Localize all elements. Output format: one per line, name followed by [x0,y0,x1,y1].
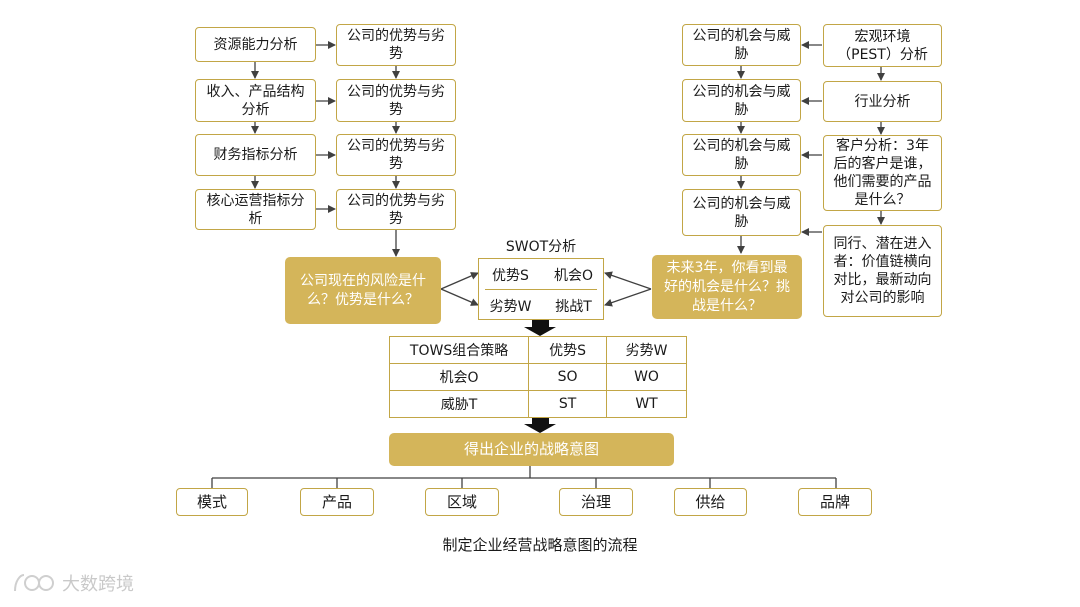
arrow-right-q-top [604,271,652,290]
swot-weakness: 劣势W [489,298,532,315]
tows-header-label: TOWS组合策略 [388,336,530,364]
down-arrow-tows [524,417,556,433]
output-brand: 品牌 [798,488,872,516]
swot-threat: 挑战T [555,298,592,315]
strategic-intent-box: 得出企业的战略意图 [389,433,674,466]
opportunity-box-2: 公司的机会与威胁 [682,79,801,122]
watermark: 大数跨境 [12,570,134,596]
risk-strength-question: 公司现在的风险是什么？优势是什么？ [285,257,441,324]
tows-cell-wt: WT [606,390,687,418]
tows-row-opportunity: 机会O [388,363,530,391]
tows-table: TOWS组合策略 优势S 劣势W 机会O SO WO 威胁T ST WT [388,336,687,418]
opportunity-box-4: 公司的机会与威胁 [682,189,801,236]
tows-cell-st: ST [528,390,608,418]
arrow-left-q-top [440,272,479,290]
down-arrow-swot [524,320,556,336]
table-row: 机会O SO WO [388,363,687,391]
output-product: 产品 [300,488,374,516]
customer-analysis-box: 客户分析：3年后的客户是谁，他们需要的产品是什么？ [823,135,942,211]
opportunity-box-3: 公司的机会与威胁 [682,134,801,176]
industry-analysis-box: 行业分析 [823,81,942,122]
pest-analysis-box: 宏观环境（PEST）分析 [823,24,942,67]
resource-analysis-box: 资源能力分析 [195,27,316,62]
swot-title: SWOT分析 [505,239,577,255]
strength-box-3: 公司的优势与劣势 [336,134,456,176]
competitor-analysis-box: 同行、潜在进入者：价值链横向对比，最新动向对公司的影响 [823,225,942,317]
opportunity-box-1: 公司的机会与威胁 [682,24,801,66]
watermark-text: 大数跨境 [62,574,134,595]
output-region: 区域 [425,488,499,516]
output-governance: 治理 [559,488,633,516]
financial-analysis-box: 财务指标分析 [195,134,316,176]
table-row: 威胁T ST WT [388,390,687,418]
strength-box-4: 公司的优势与劣势 [336,189,456,230]
revenue-analysis-box: 收入、产品结构分析 [195,79,316,122]
opportunity-threat-question: 未来3年，你看到最好的机会是什么？挑战是什么？ [652,255,802,319]
swot-strength: 优势S [492,267,529,284]
output-model: 模式 [176,488,248,516]
tows-cell-wo: WO [606,363,687,391]
table-row: TOWS组合策略 优势S 劣势W [388,336,687,364]
tows-header-strength: 优势S [528,336,608,364]
strength-box-1: 公司的优势与劣势 [336,24,456,66]
arrow-right-q-bottom [604,288,652,307]
output-supply: 供给 [674,488,747,516]
strength-box-2: 公司的优势与劣势 [336,79,456,122]
tows-cell-so: SO [528,363,608,391]
tows-row-threat: 威胁T [388,390,530,418]
diagram-caption: 制定企业经营战略意图的流程 [442,536,638,554]
operations-analysis-box: 核心运营指标分析 [195,189,316,230]
watermark-logo-icon [14,574,54,592]
tows-header-weakness: 劣势W [606,336,687,364]
swot-grid: 优势S 机会O 劣势W 挑战T [478,258,604,320]
arrow-left-q-bottom [440,288,479,306]
swot-divider [485,289,597,290]
swot-opportunity: 机会O [553,267,594,284]
